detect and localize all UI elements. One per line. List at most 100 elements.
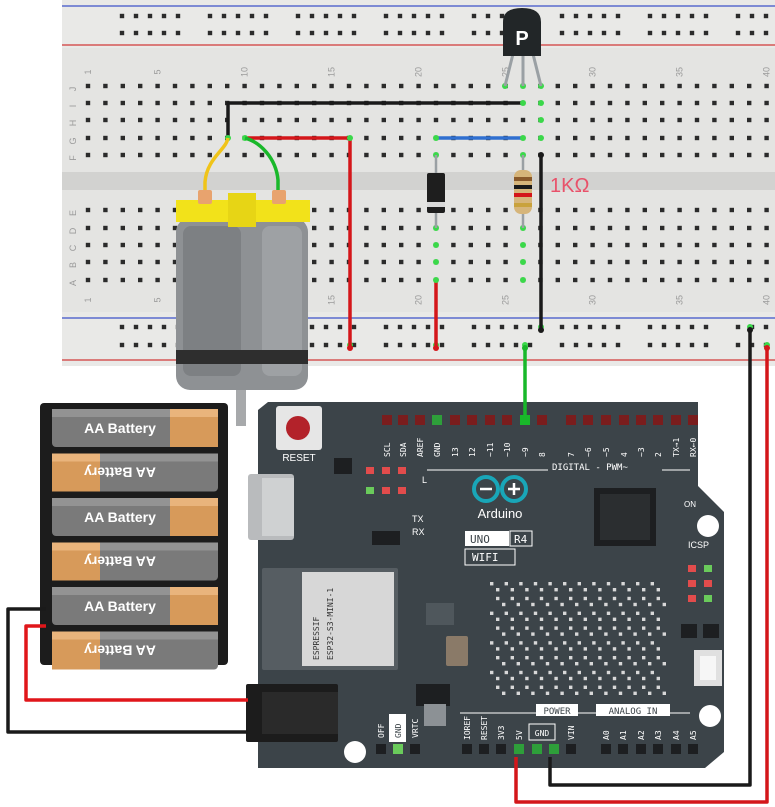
rail-hole[interactable] <box>309 13 315 19</box>
breadboard-hole[interactable] <box>120 152 125 158</box>
breadboard-hole[interactable] <box>607 100 613 106</box>
rail-hole[interactable] <box>323 342 329 348</box>
rail-hole[interactable] <box>485 13 491 19</box>
breadboard-hole[interactable] <box>103 152 108 158</box>
breadboard-hole[interactable] <box>590 225 595 231</box>
breadboard-hole[interactable] <box>172 135 178 141</box>
rail-hole[interactable] <box>615 342 621 348</box>
rail-hole[interactable] <box>175 30 181 36</box>
breadboard-hole[interactable] <box>468 277 473 283</box>
breadboard-hole[interactable] <box>712 83 717 89</box>
breadboard-hole[interactable] <box>764 259 769 265</box>
breadboard-hole[interactable] <box>642 135 647 141</box>
breadboard-hole[interactable] <box>503 242 508 248</box>
analog-pin[interactable] <box>653 744 663 754</box>
breadboard-hole[interactable] <box>660 225 665 231</box>
rail-hole[interactable] <box>471 30 477 36</box>
breadboard-hole[interactable] <box>764 277 769 283</box>
breadboard-hole[interactable] <box>399 207 404 213</box>
rail-hole[interactable] <box>615 13 621 19</box>
rail-hole[interactable] <box>383 13 389 19</box>
header-pin[interactable] <box>467 415 477 425</box>
breadboard-hole[interactable] <box>642 152 647 158</box>
rail-hole[interactable] <box>351 13 357 19</box>
breadboard-hole[interactable] <box>764 225 769 231</box>
breadboard-hole[interactable] <box>573 225 578 231</box>
breadboard-hole[interactable] <box>364 135 369 141</box>
rail-hole[interactable] <box>559 342 565 348</box>
analog-pin[interactable] <box>618 744 628 754</box>
breadboard-hole[interactable] <box>172 259 178 265</box>
rail-hole[interactable] <box>615 30 621 36</box>
breadboard-hole[interactable] <box>747 207 752 213</box>
breadboard-hole[interactable] <box>329 117 334 123</box>
breadboard-hole[interactable] <box>486 225 491 231</box>
breadboard-hole[interactable] <box>381 83 386 89</box>
breadboard-hole[interactable] <box>555 207 560 213</box>
breadboard-hole[interactable] <box>555 152 560 158</box>
breadboard-hole[interactable] <box>433 117 439 123</box>
breadboard-hole[interactable] <box>364 152 369 158</box>
rail-hole[interactable] <box>735 30 741 36</box>
breadboard-hole[interactable] <box>625 207 630 213</box>
breadboard-hole[interactable] <box>642 207 647 213</box>
rail-hole[interactable] <box>425 342 431 348</box>
rail-hole[interactable] <box>147 324 153 330</box>
breadboard-hole[interactable] <box>729 117 734 123</box>
breadboard-hole[interactable] <box>207 135 212 141</box>
breadboard-hole[interactable] <box>642 259 647 265</box>
rail-hole[interactable] <box>675 324 681 330</box>
breadboard-hole[interactable] <box>747 242 752 248</box>
rail-hole[interactable] <box>439 324 445 330</box>
breadboard-hole[interactable] <box>451 152 456 158</box>
breadboard-hole[interactable] <box>607 277 613 283</box>
rail-hole[interactable] <box>485 324 491 330</box>
breadboard-hole[interactable] <box>625 242 630 248</box>
rail-hole[interactable] <box>527 342 533 348</box>
breadboard-hole[interactable] <box>381 135 386 141</box>
rail-hole[interactable] <box>309 30 315 36</box>
rail-hole[interactable] <box>587 13 593 19</box>
breadboard-hole[interactable] <box>747 225 752 231</box>
breadboard-hole[interactable] <box>590 117 595 123</box>
breadboard-hole[interactable] <box>555 259 560 265</box>
breadboard-hole[interactable] <box>660 242 665 248</box>
breadboard-hole[interactable] <box>190 135 195 141</box>
breadboard-hole[interactable] <box>677 259 682 265</box>
breadboard-hole[interactable] <box>155 242 160 248</box>
breadboard-hole[interactable] <box>573 207 578 213</box>
breadboard-hole[interactable] <box>329 152 334 158</box>
breadboard-hole[interactable] <box>259 117 265 123</box>
breadboard-hole[interactable] <box>207 83 212 89</box>
rail-hole[interactable] <box>573 30 579 36</box>
breadboard-hole[interactable] <box>694 259 700 265</box>
breadboard-hole[interactable] <box>729 83 734 89</box>
breadboard-hole[interactable] <box>573 117 578 123</box>
breadboard-hole[interactable] <box>138 259 143 265</box>
rail-hole[interactable] <box>207 13 213 19</box>
rail-hole[interactable] <box>559 13 565 19</box>
rail-hole[interactable] <box>119 30 125 36</box>
breadboard-hole[interactable] <box>399 277 404 283</box>
rail-hole[interactable] <box>263 30 269 36</box>
breadboard-hole[interactable] <box>486 207 491 213</box>
breadboard-hole[interactable] <box>486 117 491 123</box>
breadboard-hole[interactable] <box>625 117 630 123</box>
power-pin[interactable] <box>479 744 489 754</box>
rail-hole[interactable] <box>411 13 417 19</box>
breadboard-hole[interactable] <box>364 117 369 123</box>
breadboard-hole[interactable] <box>677 242 682 248</box>
breadboard-hole[interactable] <box>294 152 299 158</box>
rail-hole[interactable] <box>689 324 695 330</box>
rail-hole[interactable] <box>161 13 167 19</box>
breadboard-hole[interactable] <box>85 259 91 265</box>
breadboard-hole[interactable] <box>764 152 769 158</box>
rail-hole[interactable] <box>425 30 431 36</box>
header-pin[interactable] <box>653 415 663 425</box>
breadboard-hole[interactable] <box>103 277 108 283</box>
rail-hole[interactable] <box>661 30 667 36</box>
breadboard-hole[interactable] <box>590 152 595 158</box>
breadboard-hole[interactable] <box>712 135 717 141</box>
breadboard-hole[interactable] <box>277 117 282 123</box>
rail-hole[interactable] <box>735 342 741 348</box>
